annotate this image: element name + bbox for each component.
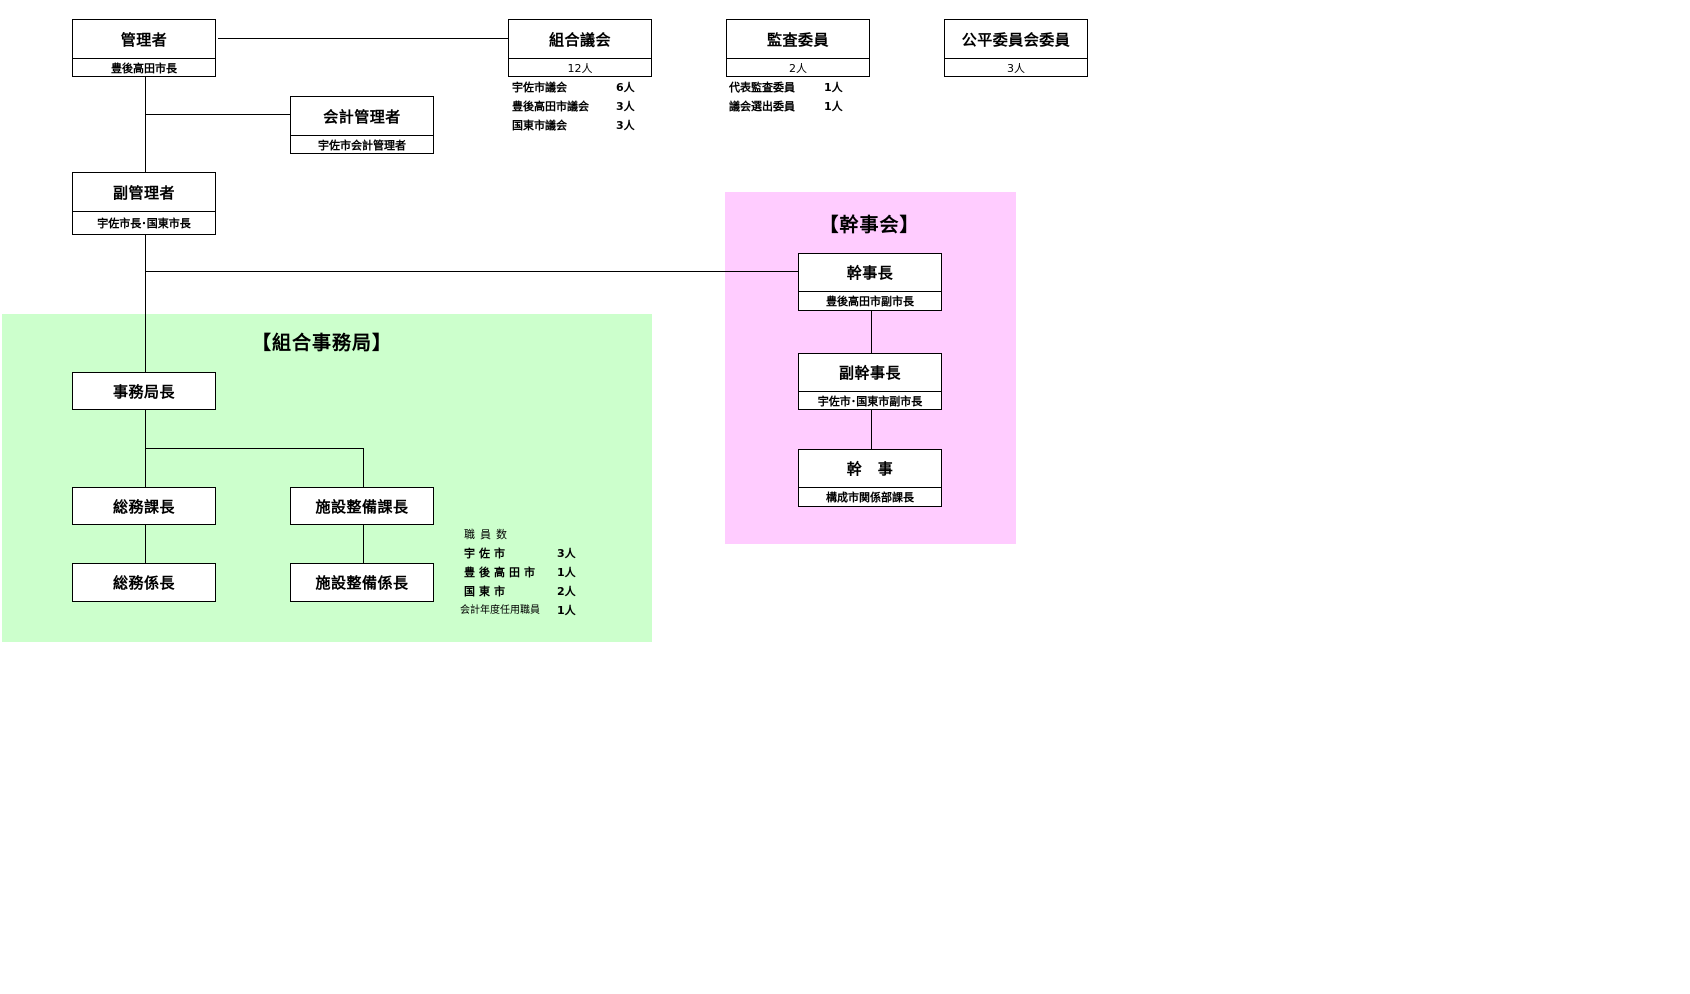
accounting-sub: 宇佐市会計管理者 (318, 138, 406, 152)
chief-secretary-box: 幹事長 豊後高田市副市長 (798, 253, 942, 311)
manager-sub: 豊後高田市長 (111, 61, 177, 75)
connector-manager-vice (145, 77, 146, 172)
secretary-title: 幹 事 (799, 450, 941, 488)
list-item: 宇佐市 3人 (460, 544, 590, 563)
fairness-title: 公平委員会委員 (945, 20, 1087, 59)
auditor-title: 監査委員 (727, 20, 869, 59)
member-count: 6人 (616, 81, 635, 94)
staff-count: 3人 (557, 547, 576, 560)
secretariat-title: 【組合事務局】 (251, 332, 392, 354)
list-item: 国東市 2人 (460, 582, 590, 601)
bureau-chief-box: 事務局長 (72, 372, 216, 410)
auditor-box: 監査委員 2人 (726, 19, 870, 77)
staff-count-list: 職員数 宇佐市 3人 豊後高田市 1人 国東市 2人 会計年度任用職員 1人 (460, 525, 590, 620)
connector-accounting (145, 114, 290, 115)
auditor-members-list: 代表監査委員 1人 議会選出委員 1人 (729, 78, 859, 116)
list-item: 宇佐市議会 6人 (512, 78, 642, 97)
chief-secretary-sub: 豊後高田市副市長 (826, 295, 914, 308)
staff-heading-row: 職員数 (460, 525, 590, 544)
vice-chief-secretary-sub: 宇佐市･国東市副市長 (817, 394, 923, 408)
manager-box: 管理者 豊後高田市長 (72, 19, 216, 77)
list-item: 豊後高田市 1人 (460, 563, 590, 582)
vice-manager-box: 副管理者 宇佐市長･国東市長 (72, 172, 216, 235)
staff-count: 1人 (557, 566, 576, 579)
chief-secretary-title: 幹事長 (799, 254, 941, 292)
facilities-chief-box: 施設整備課長 (290, 487, 434, 525)
secretary-sub: 構成市関係部課長 (826, 491, 914, 504)
connector-chief-vice (871, 311, 872, 353)
list-item: 国東市議会 3人 (512, 116, 642, 135)
list-item: 代表監査委員 1人 (729, 78, 859, 97)
vice-chief-secretary-title: 副幹事長 (799, 354, 941, 392)
general-affairs-chief-box: 総務課長 (72, 487, 216, 525)
facilities-sub-title: 施設整備係長 (315, 574, 409, 592)
staff-name: 会計年度任用職員 (460, 605, 540, 616)
general-affairs-sub-box: 総務係長 (72, 563, 216, 602)
executive-committee-title: 【幹事会】 (819, 214, 920, 236)
vice-chief-secretary-box: 副幹事長 宇佐市･国東市副市長 (798, 353, 942, 410)
connector-sections-branch (145, 448, 363, 449)
connector-facilities-sub (363, 525, 364, 563)
staff-name: 宇佐市 (464, 547, 509, 560)
member-name: 代表監査委員 (729, 81, 795, 94)
facilities-chief-title: 施設整備課長 (315, 497, 409, 516)
assembly-sub: 12人 (567, 61, 593, 75)
vice-manager-sub: 宇佐市長･国東市長 (97, 217, 191, 230)
connector-vice-bureau (145, 235, 146, 372)
connector-vice-secretary (871, 409, 872, 449)
member-count: 1人 (824, 81, 843, 94)
accounting-box: 会計管理者 宇佐市会計管理者 (290, 96, 434, 154)
list-item: 会計年度任用職員 1人 (460, 601, 590, 620)
member-count: 3人 (616, 119, 635, 132)
staff-name: 豊後高田市 (464, 566, 539, 579)
manager-title: 管理者 (73, 20, 215, 59)
list-item: 豊後高田市議会 3人 (512, 97, 642, 116)
staff-count: 1人 (557, 604, 576, 617)
staff-heading: 職員数 (464, 528, 512, 541)
member-count: 3人 (616, 100, 635, 113)
general-affairs-sub-title: 総務係長 (112, 574, 175, 592)
facilities-sub-box: 施設整備係長 (290, 563, 434, 602)
bureau-chief-title: 事務局長 (112, 382, 175, 401)
connector-general-sub (145, 525, 146, 563)
auditor-sub: 2人 (789, 61, 807, 75)
fairness-sub: 3人 (1007, 61, 1025, 75)
member-name: 宇佐市議会 (512, 81, 567, 94)
fairness-box: 公平委員会委員 3人 (944, 19, 1088, 77)
assembly-title: 組合議会 (509, 20, 651, 59)
staff-name: 国東市 (464, 585, 509, 598)
member-name: 豊後高田市議会 (512, 100, 589, 113)
general-affairs-chief-title: 総務課長 (112, 497, 175, 516)
connector-facilities (363, 448, 364, 487)
accounting-title: 会計管理者 (291, 97, 433, 136)
assembly-box: 組合議会 12人 (508, 19, 652, 77)
member-name: 議会選出委員 (729, 100, 795, 113)
list-item: 議会選出委員 1人 (729, 97, 859, 116)
vice-manager-title: 副管理者 (73, 173, 215, 212)
secretary-box: 幹 事 構成市関係部課長 (798, 449, 942, 507)
connector-manager-assembly (218, 38, 508, 39)
staff-count: 2人 (557, 585, 576, 598)
member-name: 国東市議会 (512, 119, 567, 132)
assembly-members-list: 宇佐市議会 6人 豊後高田市議会 3人 国東市議会 3人 (512, 78, 642, 135)
connector-vice-executive (145, 271, 798, 272)
member-count: 1人 (824, 100, 843, 113)
